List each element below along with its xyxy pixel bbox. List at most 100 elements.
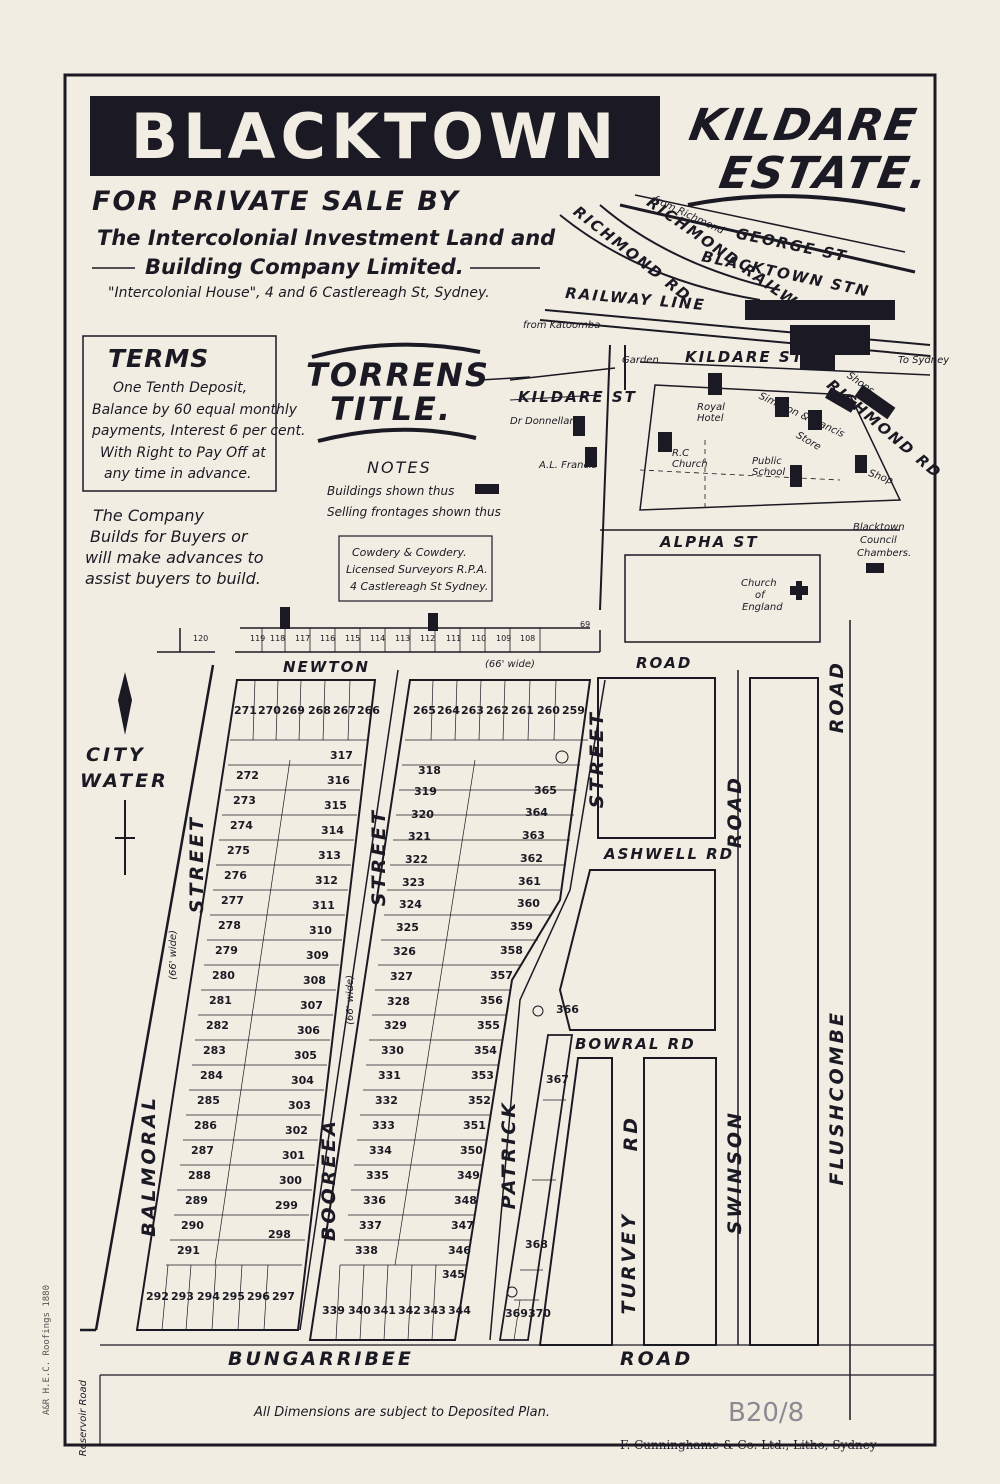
lot-259[interactable]: 259 <box>562 704 585 717</box>
lot-268[interactable]: 268 <box>308 704 331 717</box>
lot-323[interactable]: 323 <box>402 876 425 889</box>
lot-312[interactable]: 312 <box>315 874 338 887</box>
lot-358[interactable]: 358 <box>500 944 523 957</box>
lot-260[interactable]: 260 <box>537 704 560 717</box>
lot-264[interactable]: 264 <box>437 704 460 717</box>
lot-351[interactable]: 351 <box>463 1119 486 1132</box>
lot-111[interactable]: 111 <box>446 634 462 643</box>
lot-353[interactable]: 353 <box>471 1069 494 1082</box>
lot-326[interactable]: 326 <box>393 945 416 958</box>
lot-282[interactable]: 282 <box>206 1019 229 1032</box>
lot-283[interactable]: 283 <box>203 1044 226 1057</box>
lot-307[interactable]: 307 <box>300 999 323 1012</box>
lot-118[interactable]: 118 <box>270 634 286 643</box>
lot-355[interactable]: 355 <box>477 1019 500 1032</box>
lot-114[interactable]: 114 <box>370 634 386 643</box>
lot-265[interactable]: 265 <box>413 704 436 717</box>
lot-274[interactable]: 274 <box>230 819 253 832</box>
lot-266[interactable]: 266 <box>357 704 380 717</box>
lot-261[interactable]: 261 <box>511 704 534 717</box>
lot-348[interactable]: 348 <box>454 1194 477 1207</box>
lot-364[interactable]: 364 <box>525 806 548 819</box>
lot-313[interactable]: 313 <box>318 849 341 862</box>
lot-366[interactable]: 366 <box>556 1003 579 1016</box>
lot-287[interactable]: 287 <box>191 1144 214 1157</box>
lot-281[interactable]: 281 <box>209 994 232 1007</box>
lot-277[interactable]: 277 <box>221 894 244 907</box>
lot-365[interactable]: 365 <box>534 784 557 797</box>
lot-342[interactable]: 342 <box>398 1304 421 1317</box>
lot-370[interactable]: 370 <box>528 1307 551 1320</box>
lot-289[interactable]: 289 <box>185 1194 208 1207</box>
lot-324[interactable]: 324 <box>399 898 422 911</box>
lot-276[interactable]: 276 <box>224 869 247 882</box>
lot-325[interactable]: 325 <box>396 921 419 934</box>
lot-335[interactable]: 335 <box>366 1169 389 1182</box>
lot-279[interactable]: 279 <box>215 944 238 957</box>
lot-322[interactable]: 322 <box>405 853 428 866</box>
lot-69[interactable]: 69 <box>580 620 591 629</box>
lot-343[interactable]: 343 <box>423 1304 446 1317</box>
lot-354[interactable]: 354 <box>474 1044 497 1057</box>
lot-357[interactable]: 357 <box>490 969 513 982</box>
lot-339[interactable]: 339 <box>322 1304 345 1317</box>
lot-113[interactable]: 113 <box>395 634 411 643</box>
lot-278[interactable]: 278 <box>218 919 241 932</box>
lot-347[interactable]: 347 <box>451 1219 474 1232</box>
lot-112[interactable]: 112 <box>420 634 436 643</box>
lot-262[interactable]: 262 <box>486 704 509 717</box>
lot-320[interactable]: 320 <box>411 808 434 821</box>
lot-293[interactable]: 293 <box>171 1290 194 1303</box>
lot-350[interactable]: 350 <box>460 1144 483 1157</box>
lot-327[interactable]: 327 <box>390 970 413 983</box>
lot-332[interactable]: 332 <box>375 1094 398 1107</box>
lot-305[interactable]: 305 <box>294 1049 317 1062</box>
lot-295[interactable]: 295 <box>222 1290 245 1303</box>
lot-314[interactable]: 314 <box>321 824 344 837</box>
lot-362[interactable]: 362 <box>520 852 543 865</box>
lot-285[interactable]: 285 <box>197 1094 220 1107</box>
lot-119[interactable]: 119 <box>250 634 266 643</box>
lot-349[interactable]: 349 <box>457 1169 480 1182</box>
lot-345[interactable]: 345 <box>442 1268 465 1281</box>
lot-341[interactable]: 341 <box>373 1304 396 1317</box>
lot-298[interactable]: 298 <box>268 1228 291 1241</box>
lot-310[interactable]: 310 <box>309 924 332 937</box>
lot-270[interactable]: 270 <box>258 704 281 717</box>
lot-368[interactable]: 368 <box>525 1238 548 1251</box>
lot-117[interactable]: 117 <box>295 634 311 643</box>
lot-319[interactable]: 319 <box>414 785 437 798</box>
lot-340[interactable]: 340 <box>348 1304 371 1317</box>
lot-321[interactable]: 321 <box>408 830 431 843</box>
lot-346[interactable]: 346 <box>448 1244 471 1257</box>
lot-108[interactable]: 108 <box>520 634 536 643</box>
lot-296[interactable]: 296 <box>247 1290 270 1303</box>
lot-292[interactable]: 292 <box>146 1290 169 1303</box>
lot-303[interactable]: 303 <box>288 1099 311 1112</box>
lot-290[interactable]: 290 <box>181 1219 204 1232</box>
lot-275[interactable]: 275 <box>227 844 250 857</box>
lot-331[interactable]: 331 <box>378 1069 401 1082</box>
lot-334[interactable]: 334 <box>369 1144 392 1157</box>
lot-115[interactable]: 115 <box>345 634 361 643</box>
lot-272[interactable]: 272 <box>236 769 259 782</box>
lot-306[interactable]: 306 <box>297 1024 320 1037</box>
lot-291[interactable]: 291 <box>177 1244 200 1257</box>
lot-280[interactable]: 280 <box>212 969 235 982</box>
lot-311[interactable]: 311 <box>312 899 335 912</box>
lot-263[interactable]: 263 <box>461 704 484 717</box>
lot-336[interactable]: 336 <box>363 1194 386 1207</box>
lot-109[interactable]: 109 <box>496 634 512 643</box>
lot-269[interactable]: 269 <box>282 704 305 717</box>
lot-304[interactable]: 304 <box>291 1074 314 1087</box>
lot-284[interactable]: 284 <box>200 1069 223 1082</box>
lot-344[interactable]: 344 <box>448 1304 471 1317</box>
lot-267[interactable]: 267 <box>333 704 356 717</box>
lot-330[interactable]: 330 <box>381 1044 404 1057</box>
lot-363[interactable]: 363 <box>522 829 545 842</box>
lot-288[interactable]: 288 <box>188 1169 211 1182</box>
lot-329[interactable]: 329 <box>384 1019 407 1032</box>
lot-286[interactable]: 286 <box>194 1119 217 1132</box>
lot-360[interactable]: 360 <box>517 897 540 910</box>
lot-367[interactable]: 367 <box>546 1073 569 1086</box>
